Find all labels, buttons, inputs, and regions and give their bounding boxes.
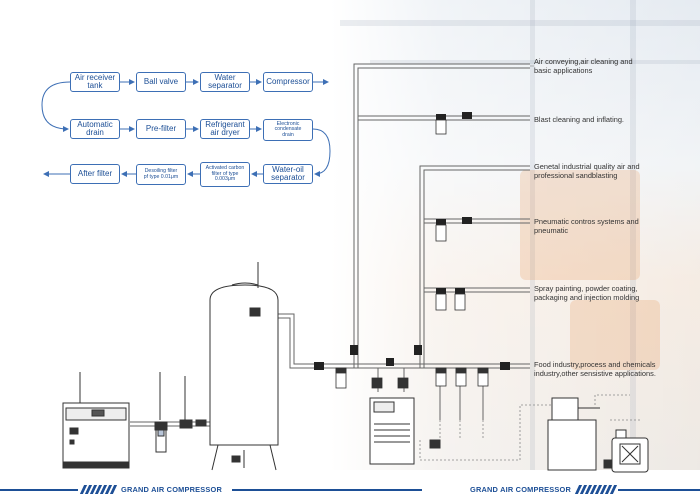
stripes-icon bbox=[79, 485, 118, 494]
footer-rule-middle bbox=[232, 489, 422, 491]
application-label-5: Spray painting, powder coating, packagin… bbox=[534, 284, 640, 302]
application-label-1: Air conveying,air cleaning and basic app… bbox=[534, 57, 633, 75]
compressor-unit bbox=[62, 372, 130, 469]
flow-activated-carbon-filter: Activated carbon filter of type 0.003μm bbox=[200, 162, 250, 187]
flow-water-oil-separator: Water-oil separator bbox=[263, 164, 313, 184]
footer-brand-left: GRAND AIR COMPRESSOR bbox=[79, 484, 223, 495]
application-label-4: Pneumatic contros systems and pneumatic bbox=[534, 217, 639, 235]
oil-water-separator bbox=[547, 397, 649, 473]
filter-group-compressor bbox=[154, 372, 207, 453]
flow-desoiling-filter: Desoiling filter pf type 0.01μm bbox=[136, 164, 186, 185]
footer-brand-text-right: GRAND AIR COMPRESSOR bbox=[470, 485, 572, 494]
flow-pre-filter: Pre-filter bbox=[136, 119, 186, 139]
valves bbox=[314, 112, 510, 370]
application-label-6: Food industry,process and chemicals indu… bbox=[534, 360, 656, 378]
flow-automatic-drain: Automatic drain bbox=[70, 119, 120, 139]
flow-ball-valve: Ball valve bbox=[136, 72, 186, 92]
drain-lines bbox=[419, 394, 640, 461]
footer-rule-left bbox=[0, 489, 78, 491]
factory-background bbox=[330, 0, 700, 470]
flow-arrows bbox=[41, 79, 331, 177]
footer-brand-text-left: GRAND AIR COMPRESSOR bbox=[121, 485, 223, 494]
flow-water-separator: Water separator bbox=[200, 72, 250, 92]
application-label-3: Genetal industrial quality air and profe… bbox=[534, 162, 640, 180]
flow-air-receiver-tank: Air receiver tank bbox=[70, 72, 120, 92]
inline-filters bbox=[335, 119, 489, 389]
application-label-2: Blast cleaning and inflating. bbox=[534, 115, 624, 124]
flow-electronic-condensate-drain: Electronic condensate drain bbox=[263, 119, 313, 141]
footer-brand-right: GRAND AIR COMPRESSOR bbox=[470, 484, 618, 495]
footer-rule-right bbox=[618, 489, 700, 491]
refrigerated-dryer bbox=[369, 397, 441, 465]
flow-after-filter: After filter bbox=[70, 164, 120, 184]
air-receiver-tank bbox=[209, 262, 279, 471]
flow-compressor: Compressor bbox=[263, 72, 313, 92]
flow-refrigerant-air-dryer: Refrigerant air dryer bbox=[200, 119, 250, 139]
stripes-icon bbox=[574, 485, 618, 494]
